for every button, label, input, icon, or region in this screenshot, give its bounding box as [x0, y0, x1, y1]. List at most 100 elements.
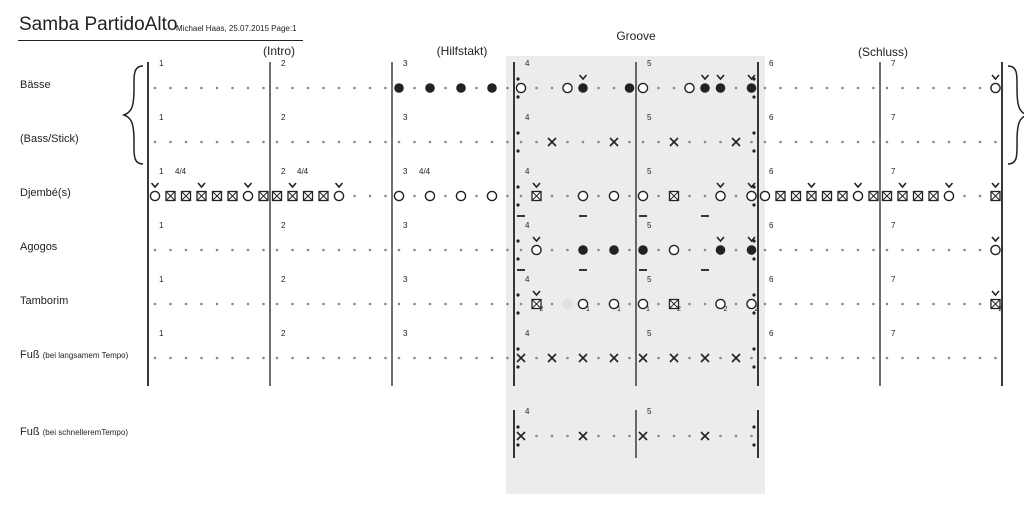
rest-dot	[657, 248, 660, 252]
rest-dot	[413, 140, 416, 144]
rest-dot	[825, 356, 829, 360]
cross-note	[638, 431, 648, 441]
rest-dot	[506, 86, 509, 90]
filled-note	[487, 83, 497, 93]
repeat-dot	[516, 131, 520, 135]
open-note	[637, 82, 649, 94]
rest-dot	[353, 302, 356, 306]
section-label-schluss: (Schluss)	[857, 45, 909, 59]
rest-dot	[153, 356, 157, 360]
rest-dot	[184, 140, 188, 144]
slap-cross	[227, 191, 238, 201]
slap-cross	[928, 191, 939, 201]
rest-dot	[169, 86, 172, 90]
rest-dot	[262, 248, 265, 252]
cross-note	[547, 137, 557, 147]
measure-number: 5	[647, 407, 652, 416]
rest-dot	[397, 302, 401, 306]
measure-number: 1	[159, 113, 164, 122]
slap-cross	[822, 191, 832, 201]
open-note	[424, 190, 436, 202]
rest-dot	[200, 248, 203, 252]
open-note	[333, 190, 345, 202]
accent-mark	[716, 182, 725, 189]
section-label-groove: Groove	[616, 29, 656, 43]
repeat-dot	[752, 95, 756, 99]
rest-dot	[490, 356, 494, 360]
rest-dot	[885, 140, 889, 144]
rest-dot	[459, 356, 463, 360]
rest-dot	[535, 140, 538, 144]
subscript: 2	[540, 306, 544, 313]
rest-dot	[353, 356, 356, 360]
rest-dot	[703, 248, 707, 252]
rest-dot	[337, 302, 341, 306]
rest-dot	[413, 356, 416, 360]
rest-dot	[153, 86, 157, 90]
rest-dot	[872, 356, 875, 360]
rest-dot	[794, 302, 798, 306]
rest-dot	[825, 86, 829, 90]
open-note	[715, 298, 726, 310]
rest-dot	[200, 302, 203, 306]
repeat-dot	[752, 347, 756, 351]
rest-dot	[475, 302, 478, 306]
measure-number: 7	[891, 167, 896, 176]
measure-number: 1	[159, 329, 164, 338]
rest-dot	[184, 86, 188, 90]
rest-dot	[779, 356, 782, 360]
rest-dot	[688, 434, 691, 438]
subscript: 1	[617, 306, 621, 313]
open-note	[486, 190, 498, 202]
rest-dot	[703, 140, 707, 144]
rest-dot	[200, 86, 203, 90]
accent-mark	[991, 236, 1000, 243]
rest-dot	[841, 356, 844, 360]
accent-mark	[747, 74, 756, 81]
measure-number: 3	[403, 113, 408, 122]
measure-number: 1	[159, 59, 164, 68]
rest-dot	[535, 434, 538, 438]
rest-dot	[901, 302, 904, 306]
open-note	[715, 190, 726, 202]
rest-dot	[353, 194, 356, 198]
measure-number: 3	[403, 221, 408, 230]
filled-note	[425, 83, 435, 93]
rest-dot	[947, 140, 951, 144]
rest-dot	[550, 302, 554, 306]
rest-dot	[856, 140, 860, 144]
cross-note	[700, 353, 710, 363]
rest-dot	[368, 302, 372, 306]
repeat-dot	[752, 131, 756, 135]
slap-cross	[165, 191, 176, 201]
rest-dot	[262, 86, 265, 90]
rest-dot	[597, 86, 600, 90]
rest-dot	[994, 140, 997, 144]
rest-dot	[397, 356, 401, 360]
open-note	[577, 298, 589, 310]
measure-number: 5	[647, 59, 652, 68]
rest-dot	[856, 86, 860, 90]
slap-cross	[303, 191, 313, 201]
rest-dot	[519, 248, 523, 252]
rest-dot	[688, 356, 691, 360]
accent-mark	[807, 182, 816, 189]
rest-dot	[384, 248, 387, 252]
rest-dot	[978, 356, 982, 360]
subscript: 2	[724, 306, 728, 313]
rest-dot	[428, 302, 432, 306]
repeat-dot	[752, 311, 756, 315]
rest-dot	[657, 194, 660, 198]
accent-mark	[991, 182, 1000, 189]
rest-dot	[994, 356, 997, 360]
accent-mark	[747, 236, 756, 243]
rest-dot	[444, 140, 447, 144]
rest-dot	[810, 140, 813, 144]
rest-dot	[550, 434, 554, 438]
accent-mark	[150, 182, 160, 189]
rest-dot	[169, 248, 172, 252]
measure-number: 1	[159, 221, 164, 230]
rest-dot	[550, 194, 554, 198]
rest-dot	[810, 302, 813, 306]
measure-number: 6	[769, 329, 774, 338]
